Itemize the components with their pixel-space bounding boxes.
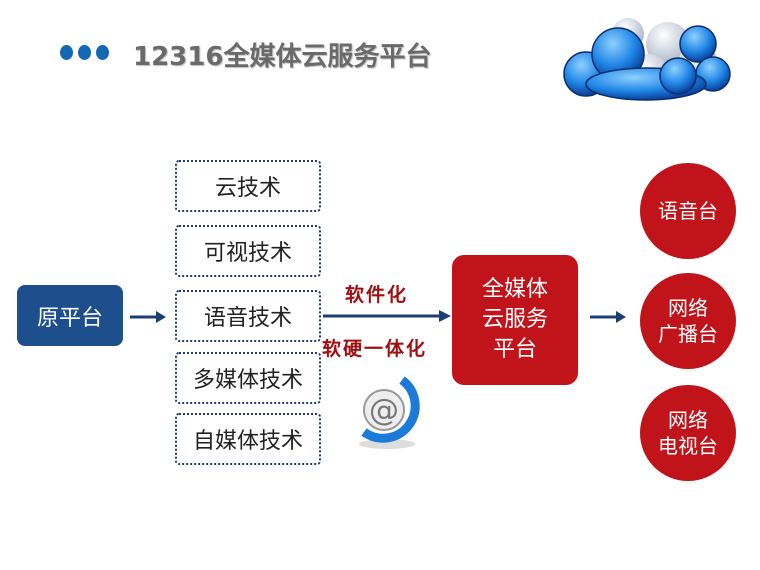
tech-multimedia: 多媒体技术 [175,352,321,404]
bullet-dot-icon [60,45,73,60]
tech-self-media: 自媒体技术 [175,413,321,465]
cloud-icon [563,18,731,101]
software-label: 软件化 [345,284,409,306]
source-platform-box: 原平台 [17,285,123,346]
output-web-radio: 网络 广播台 [640,273,736,369]
tech-voice: 语音技术 [175,290,321,342]
arrow-right-icon [130,311,166,323]
output-web-tv: 网络 电视台 [640,385,736,481]
arrow-right-icon [590,311,626,323]
tech-visual: 可视技术 [175,225,321,277]
bullet-dot-icon [78,45,91,60]
page-title: 12316全媒体云服务平台 [133,42,432,72]
output-voice-station: 语音台 [640,163,736,259]
tech-cloud: 云技术 [175,160,321,212]
hw-sw-integration-label: 软硬一体化 [322,338,428,360]
bullet-dot-icon [96,45,109,60]
arrow-right-icon [323,310,451,322]
email-at-icon: @ [359,376,420,449]
svg-text:@: @ [369,393,399,428]
hub-platform-box: 全媒体 云服务 平台 [452,255,578,385]
